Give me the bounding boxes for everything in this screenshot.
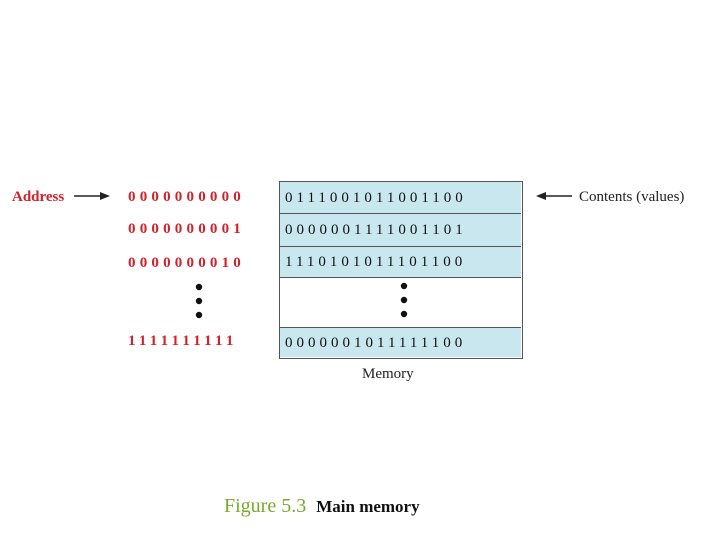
address-row-last: 1111111111 bbox=[128, 333, 238, 349]
vertical-ellipsis-icon bbox=[195, 283, 203, 319]
address-row-1: 0000000001 bbox=[128, 221, 245, 237]
vertical-ellipsis-icon bbox=[400, 282, 408, 318]
figure-title: Main memory bbox=[316, 497, 420, 516]
memory-block: 0111001011001100 0000001111001101 111010… bbox=[279, 181, 523, 359]
figure-caption: Figure 5.3 Main memory bbox=[224, 494, 420, 519]
address-row-0: 0000000000 bbox=[128, 189, 245, 205]
arrow-right-icon bbox=[74, 192, 110, 200]
figure-number: Figure 5.3 bbox=[224, 495, 307, 517]
memory-cell-2: 1110101011101100 bbox=[280, 247, 521, 278]
arrow-left-icon bbox=[536, 192, 572, 200]
memory-cell-0: 0111001011001100 bbox=[280, 182, 521, 214]
address-label: Address bbox=[12, 189, 65, 205]
memory-cell-1: 0000001111001101 bbox=[280, 214, 521, 247]
memory-label: Memory bbox=[362, 366, 414, 382]
contents-label: Contents (values) bbox=[579, 189, 685, 205]
memory-cell-last: 0000001011111100 bbox=[280, 327, 521, 357]
address-row-2: 0000000010 bbox=[128, 255, 245, 271]
